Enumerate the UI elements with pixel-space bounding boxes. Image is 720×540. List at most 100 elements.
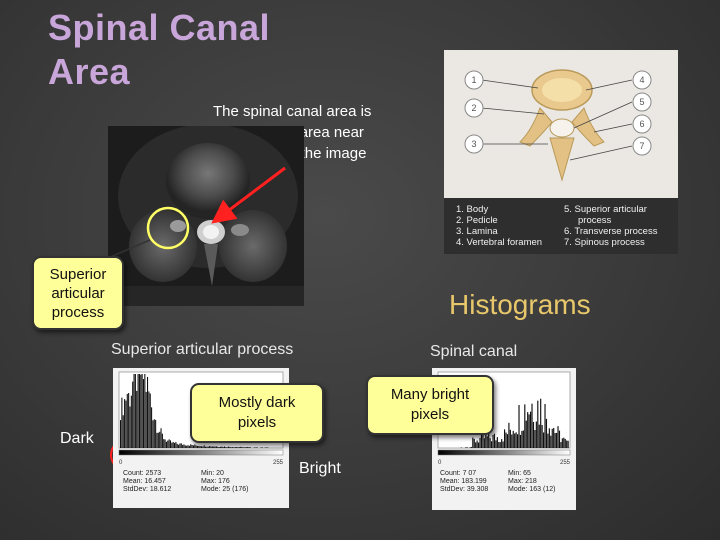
histogram-bar: [478, 442, 480, 448]
histogram-bar: [537, 400, 539, 448]
histogram-bar: [244, 447, 246, 448]
histogram-bar: [183, 444, 185, 448]
histogram-bar: [527, 412, 529, 448]
histogram-bar: [234, 447, 236, 448]
superior-line-3: process: [51, 303, 105, 321]
histogram-bar: [556, 432, 558, 448]
histogram-bar: [564, 438, 566, 448]
histogram-bar: [460, 447, 462, 448]
histogram-bar: [256, 447, 258, 448]
histogram-bar: [159, 431, 161, 448]
histogram-bar: [514, 433, 516, 448]
many-bright-line-1: Many bright: [390, 386, 470, 403]
histogram-bar: [532, 421, 535, 448]
histogram-bar: [261, 447, 263, 448]
histogram-bar: [176, 443, 178, 448]
histogram-bar: [163, 439, 165, 448]
caption-superior-articular: Superior articular process: [111, 341, 294, 358]
hist-right-mean: Mean: 183.199: [440, 478, 487, 485]
histogram-bar: [223, 446, 226, 448]
histogram-bar: [149, 393, 151, 448]
histogram-bar: [480, 432, 483, 448]
hist-right-stats-right: Min: 65 Max: 218 Mode: 163 (12): [508, 470, 555, 494]
histogram-bar: [172, 441, 174, 448]
histograms-heading: Histograms: [449, 289, 591, 320]
histogram-bar: [551, 428, 553, 448]
hist-right-minval: Min: 65: [508, 470, 531, 477]
histogram-bar: [547, 433, 549, 448]
histogram-bar: [519, 434, 522, 448]
legend-item-superior: 5. Superior articular: [564, 204, 647, 215]
histogram-bar: [475, 442, 477, 448]
histogram-bar: [482, 432, 484, 448]
legend-right: 5. Superior articular process 6. Transve…: [564, 204, 657, 248]
histogram-bar: [491, 441, 493, 448]
histogram-bar: [238, 447, 240, 448]
histogram-bar: [140, 374, 142, 448]
histogram-bar: [505, 432, 507, 448]
histogram-bar: [145, 391, 147, 448]
histogram-bar: [543, 432, 545, 448]
histogram-bar: [232, 447, 234, 448]
hist-right-stats-left: Count: 7 07 Mean: 183.199 StdDev: 39.308: [440, 470, 488, 494]
histogram-bar: [518, 404, 520, 448]
many-bright-callout: Many bright pixels: [366, 375, 494, 435]
histogram-bar: [229, 446, 231, 448]
histogram-bar: [233, 447, 235, 448]
histogram-bar: [202, 446, 204, 448]
histogram-bar: [218, 447, 220, 448]
superior-line-2: articular: [51, 284, 105, 302]
hist-left-stats-right: Min: 20 Max: 176 Mode: 25 (176): [201, 470, 248, 494]
histogram-bar: [126, 393, 128, 448]
marker-3: 3: [471, 139, 476, 149]
histogram-bar: [566, 440, 568, 448]
title-line-2: Area: [48, 51, 131, 92]
histogram-bar: [157, 432, 159, 448]
histogram-bar: [246, 447, 248, 448]
histogram-bar: [122, 415, 124, 448]
histogram-bar: [560, 442, 562, 448]
hist-left-stddev: StdDev: 18.612: [123, 486, 172, 493]
histogram-bar: [550, 435, 552, 448]
histogram-bar: [211, 446, 213, 448]
caption-spinal-canal: Spinal canal: [430, 343, 518, 360]
histogram-bar: [180, 443, 182, 448]
hist-left-mean: Mean: 16.457: [123, 478, 166, 485]
histogram-bar: [242, 447, 244, 448]
histogram-bar: [508, 422, 510, 448]
histogram-bar: [548, 428, 550, 448]
histogram-bar: [493, 433, 496, 448]
histogram-bar: [187, 445, 189, 448]
legend-item-spinous: 7. Spinous process: [564, 237, 645, 248]
marker-5: 5: [639, 97, 644, 107]
legend-item-superior-cont: process: [578, 215, 612, 226]
histogram-bar: [563, 437, 565, 448]
histogram-bar: [221, 446, 223, 448]
histogram-bar: [179, 443, 181, 448]
histogram-bar: [182, 444, 184, 448]
histogram-bar: [557, 426, 559, 448]
histogram-bar: [124, 399, 126, 448]
histogram-bar: [544, 403, 546, 448]
histogram-bar: [194, 444, 196, 448]
marker-6: 6: [639, 119, 644, 129]
histogram-bar: [512, 430, 514, 448]
title-line-1: Spinal Canal: [48, 7, 271, 48]
hist-right-maxval: Max: 218: [508, 478, 537, 485]
label-dark: Dark: [60, 430, 94, 447]
histogram-bar: [132, 381, 134, 448]
histogram-bar: [502, 441, 504, 448]
histogram-bar: [522, 430, 524, 448]
histogram-bar: [141, 374, 143, 448]
histogram-bar: [496, 437, 498, 448]
histogram-bar: [225, 447, 227, 448]
hist-right-stddev: StdDev: 39.308: [440, 486, 489, 493]
histogram-bar: [226, 447, 228, 448]
legend-item-pedicle: 2. Pedicle: [456, 215, 498, 226]
histogram-bar: [138, 374, 140, 448]
histogram-bar: [120, 420, 122, 448]
hist-left-stats-left: Count: 2573 Mean: 16.457 StdDev: 18.612: [123, 470, 171, 494]
histogram-bar: [553, 427, 555, 448]
histogram-bar: [567, 440, 569, 448]
